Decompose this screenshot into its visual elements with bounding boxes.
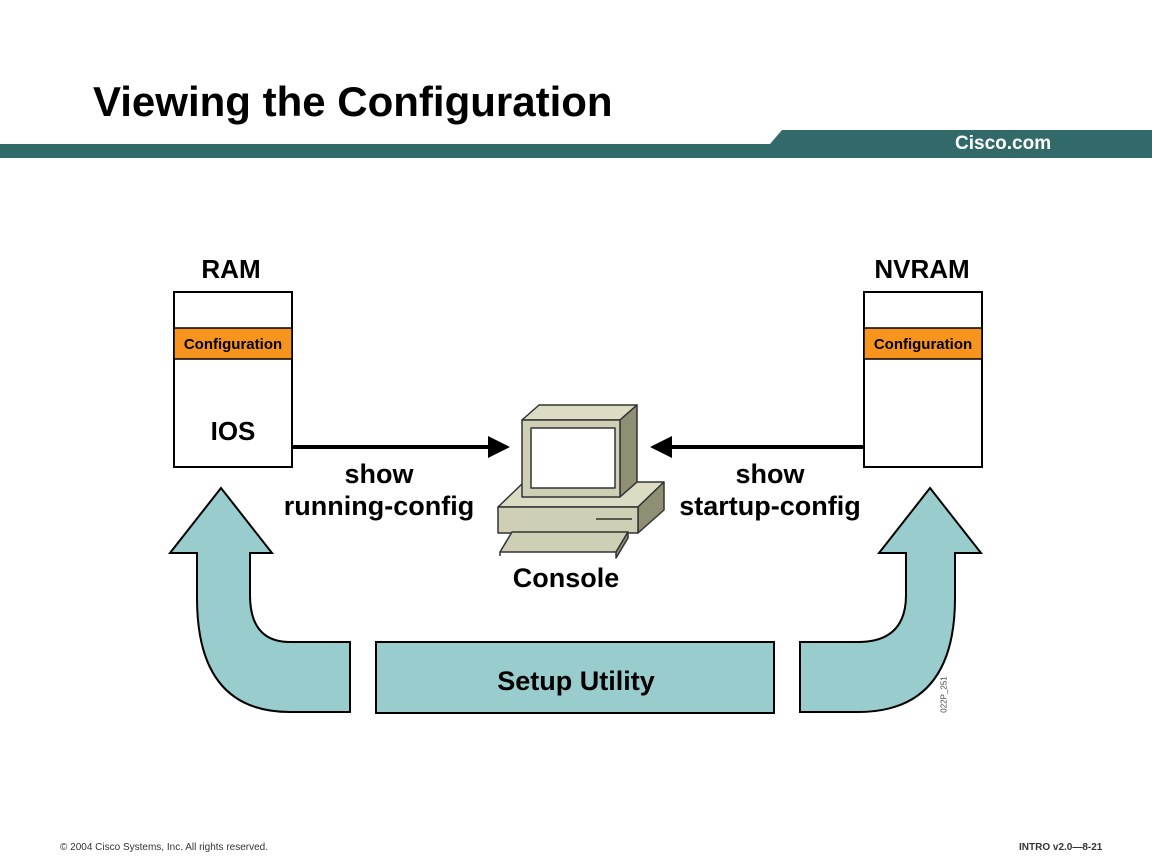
cmd-right-line1: show (735, 459, 805, 489)
ram-config-block (173, 327, 293, 360)
header-band (0, 130, 1152, 158)
ram-config-label: Configuration (184, 336, 282, 353)
cmd-left-line1: show (344, 459, 414, 489)
cisco-logo-text: Cisco.com (955, 133, 1052, 154)
ram-box (173, 291, 293, 468)
nvram-box (863, 291, 983, 468)
ram-ios-label: IOS (211, 416, 256, 446)
slide-title: Viewing the Configuration (93, 78, 613, 125)
setup-utility-box (375, 641, 775, 714)
nvram-config-block (863, 327, 983, 360)
cmd-left-line2: running-config (284, 491, 474, 521)
left-flow-arrow (167, 486, 351, 713)
figure-id: 022P_251 (939, 676, 949, 713)
setup-utility-label: Setup Utility (497, 666, 655, 696)
cmd-right-line2: startup-config (679, 491, 861, 521)
ram-label: RAM (201, 254, 260, 284)
console-label: Console (513, 563, 620, 593)
right-flow-arrow (799, 486, 984, 713)
computer-icon (497, 404, 665, 559)
arrowhead-running-config (488, 436, 510, 458)
arrowhead-startup-config (650, 436, 672, 458)
footer-course-code: INTRO v2.0—8-21 (1019, 842, 1103, 853)
footer-copyright: © 2004 Cisco Systems, Inc. All rights re… (60, 842, 269, 853)
nvram-label: NVRAM (874, 254, 969, 284)
nvram-config-label: Configuration (874, 336, 972, 353)
